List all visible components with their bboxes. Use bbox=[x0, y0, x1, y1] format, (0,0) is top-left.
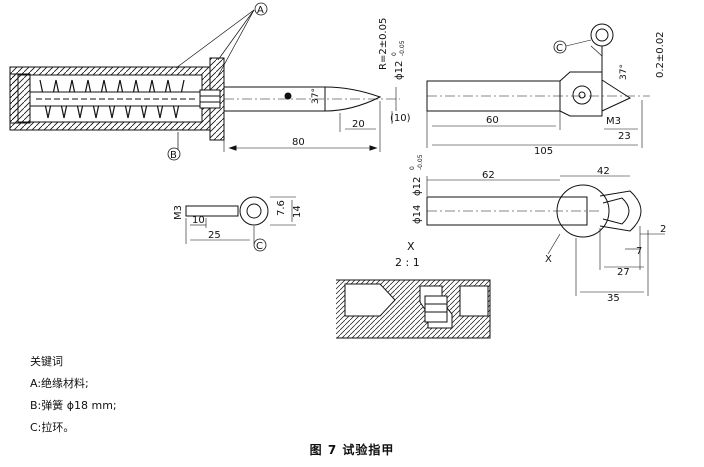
section-marker-x: X bbox=[545, 254, 552, 265]
dim-radius: R=2±0.05 bbox=[378, 18, 389, 70]
dim-62: 62 bbox=[482, 170, 495, 181]
dim-7: 7 bbox=[636, 246, 642, 257]
legend-a: A:绝缘材料; bbox=[30, 377, 89, 390]
detail-x-view bbox=[336, 279, 491, 339]
dim-ring-25: 25 bbox=[208, 230, 221, 241]
side-view bbox=[426, 23, 650, 148]
dim-35: 35 bbox=[607, 293, 620, 304]
detail-scale: 2 : 1 bbox=[395, 256, 420, 269]
legend-c: C:拉环。 bbox=[30, 421, 75, 434]
legend-heading: 关键词 bbox=[30, 355, 63, 368]
callout-c-top: C bbox=[556, 43, 563, 54]
dim-dia-tol2: -0.05 bbox=[399, 40, 406, 56]
figure-caption: 图 7 试验指甲 bbox=[309, 443, 395, 457]
dim-42: 42 bbox=[597, 166, 610, 177]
dim-ring-10: 10 bbox=[192, 215, 205, 226]
dim-23: 23 bbox=[618, 131, 631, 142]
dim-side-angle: 37° bbox=[619, 64, 629, 80]
main-assembly-view bbox=[9, 2, 400, 161]
dim-lower-dia-tol: 0 bbox=[409, 166, 416, 170]
lower-view bbox=[426, 175, 665, 296]
callout-b: B bbox=[170, 150, 177, 161]
dim-27: 27 bbox=[617, 267, 630, 278]
dim-ring-14: 14 bbox=[292, 205, 303, 218]
dim-side-m3: M3 bbox=[606, 116, 621, 127]
legend-b: B:弹簧 ϕ18 mm; bbox=[30, 399, 117, 412]
dim-60: 60 bbox=[486, 115, 499, 126]
dim-lower-dia-tol2: -0.05 bbox=[417, 154, 424, 170]
dim-20: 20 bbox=[352, 119, 365, 130]
callout-a: A bbox=[257, 5, 264, 16]
pull-ring-view bbox=[185, 196, 296, 252]
dim-ring-m3: M3 bbox=[173, 205, 184, 220]
legend: 关键词 A:绝缘材料; B:弹簧 ϕ18 mm; C:拉环。 bbox=[30, 355, 117, 435]
dim-80: 80 bbox=[292, 137, 305, 148]
callout-c-ring: C bbox=[256, 241, 263, 252]
dim-lower-14: ϕ14 bbox=[412, 205, 423, 224]
dim-105: 105 bbox=[534, 146, 553, 157]
dim-lower-dia: ϕ12 bbox=[412, 177, 423, 196]
dim-10: (10) bbox=[390, 113, 411, 124]
dim-tol-02: 0.2±0.02 bbox=[655, 31, 666, 78]
dim-2: 2 bbox=[660, 224, 666, 235]
dim-dia: ϕ12 bbox=[394, 61, 405, 80]
dim-dia-tol: 0 bbox=[391, 52, 398, 56]
dim-angle-37: 37° bbox=[311, 88, 321, 104]
dim-ring-7-6: 7.6 bbox=[276, 200, 287, 216]
detail-title: X bbox=[407, 240, 415, 253]
